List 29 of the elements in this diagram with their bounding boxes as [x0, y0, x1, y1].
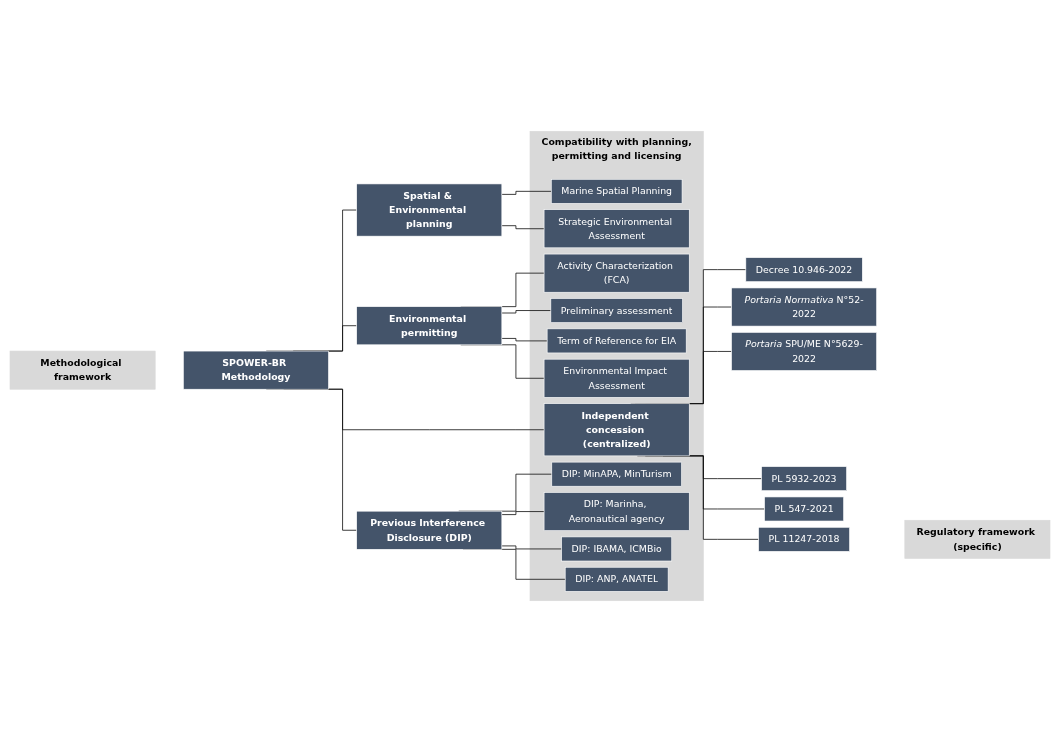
node-box: DIP: ANP, ANATEL	[564, 566, 668, 592]
node-box: PL 547-2021	[763, 496, 844, 521]
node-box: Portaria SPU/ME N°5629-2022	[730, 331, 877, 371]
node-box: Independent concession (centralized)	[543, 402, 690, 456]
connector	[500, 510, 544, 515]
connector	[500, 190, 552, 195]
node-box: Environmental Impact Assessment	[543, 358, 690, 398]
connector	[500, 224, 544, 229]
node-box: Decree 10.946-2022	[745, 256, 863, 282]
node-box: Preliminary assessment	[550, 297, 683, 323]
node-box: DIP: Marinha, Aeronautical agency	[543, 491, 690, 531]
node-box: Environmental permitting	[355, 305, 502, 345]
node-box: Portaria Normativa N°52-2022	[730, 287, 877, 326]
connector	[500, 545, 562, 549]
node-box: Spatial & Environmental planning	[355, 183, 502, 236]
node-box: Regulatory framework (specific)	[904, 519, 1050, 559]
node-box: Strategic Environmental Assessment	[543, 208, 690, 248]
node-box: Methodological framework	[9, 350, 155, 390]
node-box: Marine Spatial Planning	[550, 178, 682, 204]
node-box: DIP: MinAPA, MinTurism	[550, 461, 682, 487]
node-box: Previous Interference Disclosure (DIP)	[355, 510, 502, 550]
node-box: SPOWER-BR Methodology	[182, 350, 329, 390]
node-box: PL 5932-2023	[760, 465, 847, 491]
connector	[500, 337, 548, 341]
connector	[500, 309, 551, 313]
node-box: PL 11247-2018	[757, 526, 850, 552]
node-box: DIP: IBAMA, ICMBio	[560, 536, 672, 561]
node-box: Activity Characterization (FCA)	[543, 253, 690, 293]
node-box: Term of Reference for EIA	[546, 328, 686, 353]
